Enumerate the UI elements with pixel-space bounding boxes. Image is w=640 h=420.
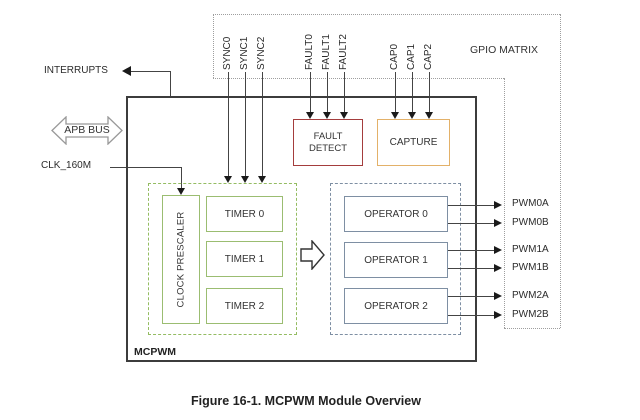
arrow-right-icon xyxy=(494,246,502,254)
gpio-matrix-border-right xyxy=(560,14,561,328)
figure-caption: Figure 16-1. MCPWM Module Overview xyxy=(191,394,421,408)
pin-label-fault2: FAULT2 xyxy=(338,34,349,70)
pwm1b-line xyxy=(448,268,494,269)
gpio-matrix-border-col-bottom xyxy=(504,328,560,329)
timer2-label: TIMER 2 xyxy=(224,300,265,312)
pwm2a-line xyxy=(448,296,494,297)
arrow-right-icon xyxy=(494,201,502,209)
pin-label-sync0: SYNC0 xyxy=(222,36,233,70)
pwm1a-line xyxy=(448,250,494,251)
timer0-block: TIMER 0 xyxy=(206,196,283,232)
arrow-down-icon xyxy=(241,176,249,183)
arrow-down-icon xyxy=(177,188,185,195)
arrow-down-icon xyxy=(408,112,416,119)
pwm0b-line xyxy=(448,223,494,224)
gpio-matrix-border-top xyxy=(213,14,560,15)
sync2-line xyxy=(262,72,263,177)
timer0-label: TIMER 0 xyxy=(224,208,265,220)
arrow-down-icon xyxy=(258,176,266,183)
pin-label-sync2: SYNC2 xyxy=(256,36,267,70)
timer-group-outline xyxy=(148,183,297,335)
pwm1a-label: PWM1A xyxy=(512,244,549,255)
block-arrow-right-icon xyxy=(300,239,325,271)
fault0-line xyxy=(310,72,311,113)
pwm2b-label: PWM2B xyxy=(512,309,549,320)
pin-label-cap1: CAP1 xyxy=(406,43,417,70)
fault-detect-label-line1: FAULT xyxy=(313,130,343,142)
double-arrow-icon xyxy=(51,115,123,146)
mcpwm-module-box xyxy=(126,96,477,362)
capture-label: CAPTURE xyxy=(389,137,438,148)
mcpwm-module-label: MCPWM xyxy=(134,346,176,358)
timer1-label: TIMER 1 xyxy=(224,253,265,265)
arrow-right-icon xyxy=(494,311,502,319)
fault-detect-block: FAULT DETECT xyxy=(293,119,363,166)
clk-line-h xyxy=(110,167,181,168)
pin-label-cap2: CAP2 xyxy=(423,43,434,70)
pin-label-fault1: FAULT1 xyxy=(321,34,332,70)
arrow-down-icon xyxy=(306,112,314,119)
operator0-block: OPERATOR 0 xyxy=(344,196,448,232)
arrow-right-icon xyxy=(494,292,502,300)
operator0-label: OPERATOR 0 xyxy=(364,208,428,220)
operator1-label: OPERATOR 1 xyxy=(364,254,428,266)
fault2-line xyxy=(344,72,345,113)
operator2-label: OPERATOR 2 xyxy=(364,300,428,312)
pwm0b-label: PWM0B xyxy=(512,217,549,228)
gpio-matrix-label: GPIO MATRIX xyxy=(470,44,539,56)
capture-block: CAPTURE xyxy=(377,119,450,166)
clk-160m-label: CLK_160M xyxy=(41,160,92,171)
operator2-block: OPERATOR 2 xyxy=(344,288,448,324)
apb-bus-arrow: APB BUS xyxy=(51,115,123,146)
timer1-block: TIMER 1 xyxy=(206,241,283,277)
apb-bus-label: APB BUS xyxy=(64,124,110,136)
pwm0a-line xyxy=(448,205,494,206)
arrow-right-icon xyxy=(494,219,502,227)
cap2-line xyxy=(429,72,430,113)
cap0-line xyxy=(395,72,396,113)
clk-line-v xyxy=(181,167,182,188)
pwm0a-label: PWM0A xyxy=(512,198,549,209)
arrow-left-icon xyxy=(122,66,131,76)
fault-detect-label-line2: DETECT xyxy=(309,142,347,154)
sync1-line xyxy=(245,72,246,177)
sync0-line xyxy=(228,72,229,177)
arrow-right-icon xyxy=(494,264,502,272)
clock-prescaler-label: CLOCK PRESCALER xyxy=(175,211,187,308)
arrow-down-icon xyxy=(391,112,399,119)
interrupts-label: INTERRUPTS xyxy=(44,65,108,76)
pwm2a-label: PWM2A xyxy=(512,290,549,301)
pwm1b-label: PWM1B xyxy=(512,262,549,273)
gpio-matrix-border-inner xyxy=(504,78,505,328)
interrupts-line-h xyxy=(131,71,171,72)
pin-label-cap0: CAP0 xyxy=(389,43,400,70)
cap1-line xyxy=(412,72,413,113)
pin-label-fault0: FAULT0 xyxy=(304,34,315,70)
operator-group-outline xyxy=(330,183,461,335)
arrow-down-icon xyxy=(224,176,232,183)
arrow-down-icon xyxy=(323,112,331,119)
operator1-block: OPERATOR 1 xyxy=(344,242,448,278)
arrow-down-icon xyxy=(425,112,433,119)
pwm2b-line xyxy=(448,315,494,316)
interrupts-line-v xyxy=(170,71,171,96)
gpio-matrix-border-strip-bottom xyxy=(213,78,504,79)
arrow-down-icon xyxy=(340,112,348,119)
fault1-line xyxy=(327,72,328,113)
pin-label-sync1: SYNC1 xyxy=(239,36,250,70)
timer2-block: TIMER 2 xyxy=(206,288,283,324)
clock-prescaler-block: CLOCK PRESCALER xyxy=(162,195,200,324)
gpio-matrix-border-left xyxy=(213,14,214,78)
